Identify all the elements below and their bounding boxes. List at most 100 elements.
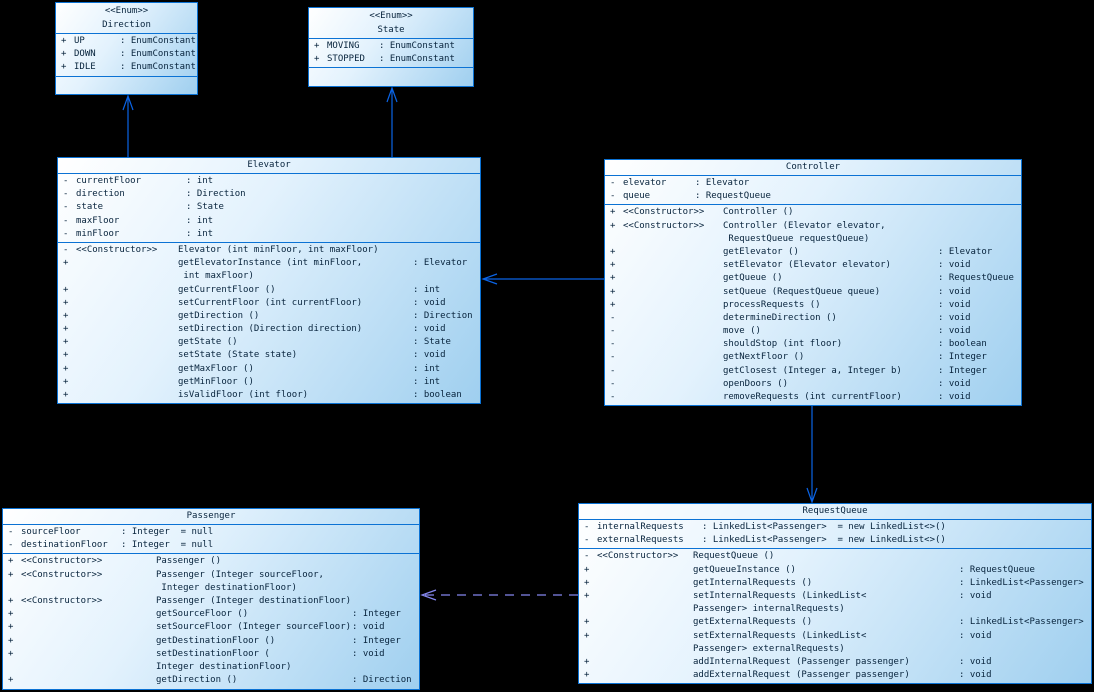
class-title: Elevator [247,160,291,170]
method-row: +setCurrentFloor (int currentFloor): voi… [63,297,446,308]
method-row: -move (): void [610,326,971,337]
method-row: +getDestinationFloor (): Integer [8,635,401,646]
attribute-row: -currentFloor: int [63,176,214,186]
method-row: +<<Constructor>>Passenger (Integer desti… [8,595,352,606]
method-row: +getElevator (): Elevator [610,246,993,257]
arrow-elevator-to-direction[interactable] [122,94,134,157]
attributes-section: -elevator: Elevator -queue: RequestQueue [605,176,1021,206]
arrow-elevator-to-state[interactable] [386,86,398,157]
methods-section: -<<Constructor>>RequestQueue () +getQueue… [579,549,1091,683]
attribute-row: -sourceFloor: Integer = null [8,527,214,537]
method-row: -getNextFloor (): Integer [610,352,987,363]
methods-section [309,68,473,86]
class-header: RequestQueue [579,504,1091,520]
attribute-row: -queue: RequestQueue [610,191,771,202]
method-row: -openDoors (): void [610,378,971,389]
stereotype-label: <<Enum>> [104,6,149,16]
method-row: Passenger> externalRequests) [693,643,845,654]
method-row: +<<Constructor>>Passenger () [8,556,222,567]
method-row: -<<Constructor>>RequestQueue () [584,551,775,562]
method-row: +setInternalRequests (LinkedList<: void [584,590,992,601]
attribute-row: -internalRequests: LinkedList<Passenger>… [584,522,946,532]
class-header: <<Enum>> State [309,8,473,39]
class-header: Passenger [3,509,419,525]
method-row: -<<Constructor>>Elevator (int minFloor, … [63,244,379,255]
method-row: +setQueue (RequestQueue queue): void [610,286,971,297]
attributes-section: -internalRequests: LinkedList<Passenger>… [579,520,1091,550]
stereotype-label: <<Enum>> [369,11,413,21]
attribute-row: -elevator: Elevator [610,178,750,188]
method-row: +getElevatorInstance (int minFloor,: Ele… [63,258,468,269]
method-row: +getQueue (): RequestQueue [610,273,1014,284]
method-row: -shouldStop (int floor): boolean [610,339,987,350]
attribute-row: +UP: EnumConstant [61,36,196,46]
class-box-passenger[interactable]: Passenger -sourceFloor: Integer = null -d… [2,508,420,690]
class-title: State [377,25,405,35]
method-row: +getState (): State [63,337,451,348]
arrow-controller-to-elevator[interactable] [481,273,604,285]
class-box-state[interactable]: <<Enum>> State +MOVING: EnumConstant +STO… [308,7,474,87]
class-header: Elevator [58,158,480,174]
class-header: Controller [605,160,1021,176]
methods-section: +<<Constructor>>Passenger () +<<Construct… [3,554,419,689]
method-row: Integer destinationFloor) [156,661,292,672]
attribute-row: -direction: Direction [63,189,246,200]
attributes-section: -sourceFloor: Integer = null -destination… [3,525,419,555]
method-row: -determineDirection (): void [610,312,971,323]
class-box-direction[interactable]: <<Enum>> Direction +UP: EnumConstant +DOW… [55,2,198,95]
class-box-elevator[interactable]: Elevator -currentFloor: int -direction: D… [57,157,481,404]
methods-section: -<<Constructor>>Elevator (int minFloor, … [58,243,480,403]
class-title: Controller [785,162,841,172]
method-row: +addInternalRequest (Passenger passenger… [584,656,992,667]
attribute-row: +IDLE: EnumConstant [61,62,196,73]
method-row: +getInternalRequests (): LinkedList<Pass… [584,577,1084,588]
method-row: +getMinFloor (): int [63,376,441,387]
methods-section: +<<Constructor>>Controller () +<<Construc… [605,205,1021,405]
attribute-row: -destinationFloor: Integer = null [8,540,214,551]
class-header: <<Enum>> Direction [56,3,197,34]
method-row: +setElevator (Elevator elevator): void [610,260,971,271]
methods-section [56,77,197,94]
class-title: Passenger [186,511,236,521]
class-box-controller[interactable]: Controller -elevator: Elevator -queue: Re… [604,159,1022,406]
method-row: +getExternalRequests (): LinkedList<Pass… [584,617,1084,628]
method-row: +setDestinationFloor (: void [8,648,385,659]
class-box-requestqueue[interactable]: RequestQueue -internalRequests: LinkedLi… [578,503,1092,684]
attribute-row: +STOPPED: EnumConstant [314,54,455,65]
method-row: +<<Constructor>>Controller () [610,207,794,218]
arrow-controller-to-requestqueue[interactable] [806,406,818,504]
attribute-row: +DOWN: EnumConstant [61,49,196,60]
class-title: Direction [102,20,151,30]
class-title: RequestQueue [802,506,868,516]
attribute-row: -minFloor: int [63,228,214,239]
method-row: +setState (State state): void [63,350,446,361]
method-row: Integer destinationFloor) [156,582,297,593]
arrow-requestqueue-to-passenger[interactable] [420,589,578,601]
method-row: +processRequests (): void [610,299,971,310]
method-row: -removeRequests (int currentFloor): void [610,392,971,402]
method-row: RequestQueue requestQueue) [723,233,870,244]
method-row: +setSourceFloor (Integer sourceFloor): v… [8,622,385,633]
attribute-row: -externalRequests: LinkedList<Passenger>… [584,535,946,546]
method-row: +setDirection (Direction direction): voi… [63,324,446,335]
method-row: +getSourceFloor (): Integer [8,609,401,620]
attribute-row: +MOVING: EnumConstant [314,41,455,51]
attributes-section: +UP: EnumConstant +DOWN: EnumConstant +IDL… [56,34,197,77]
method-row: +isValidFloor (int floor): boolean [63,390,462,400]
method-row: int maxFloor) [178,271,254,282]
method-row: -getClosest (Integer a, Integer b): Inte… [610,365,987,376]
method-row: +getCurrentFloor (): int [63,284,441,295]
method-row: +getDirection (): Direction [8,675,412,686]
method-row: +setExternalRequests (LinkedList<: void [584,630,992,641]
attribute-row: -state: State [63,202,224,213]
attributes-section: -currentFloor: int -direction: Direction -… [58,174,480,243]
method-row: +addExternalRequest (Passenger passenger… [584,670,992,681]
attributes-section: +MOVING: EnumConstant +STOPPED: EnumConst… [309,39,473,69]
method-row: +<<Constructor>>Controller (Elevator ele… [610,220,886,231]
method-row: +getQueueInstance (): RequestQueue [584,564,1035,575]
method-row: +getMaxFloor (): int [63,363,441,374]
method-row: +<<Constructor>>Passenger (Integer sourc… [8,569,324,580]
attribute-row: -maxFloor: int [63,215,214,226]
method-row: Passenger> internalRequests) [693,604,845,615]
